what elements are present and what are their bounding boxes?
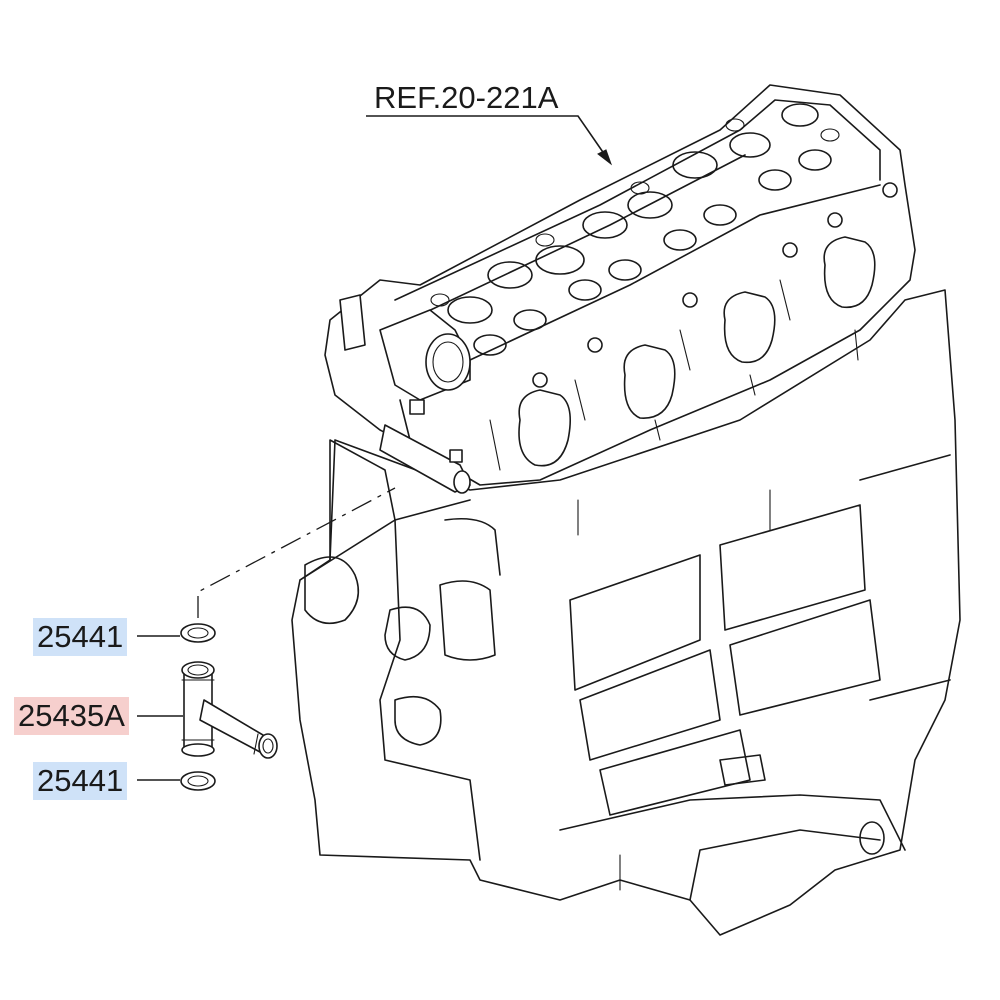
o-ring-upper [180,623,216,643]
o-ring-lower [180,771,216,791]
water-tube [181,661,278,759]
engine-block [291,289,961,936]
cylinder-head [324,84,916,494]
reference-label[interactable]: REF.20-221A [374,80,559,115]
reference-leader [366,115,613,166]
assembly-centerline [197,487,396,618]
manifold-ports [489,236,876,471]
callout-25441-lower[interactable]: 25441 [33,762,128,800]
thermostat-housing [339,294,471,494]
callout-25435A[interactable]: 25435A [14,697,129,735]
callout-25441-upper[interactable]: 25441 [33,618,128,656]
valve-bosses [430,103,840,356]
head-bolts [532,182,898,388]
